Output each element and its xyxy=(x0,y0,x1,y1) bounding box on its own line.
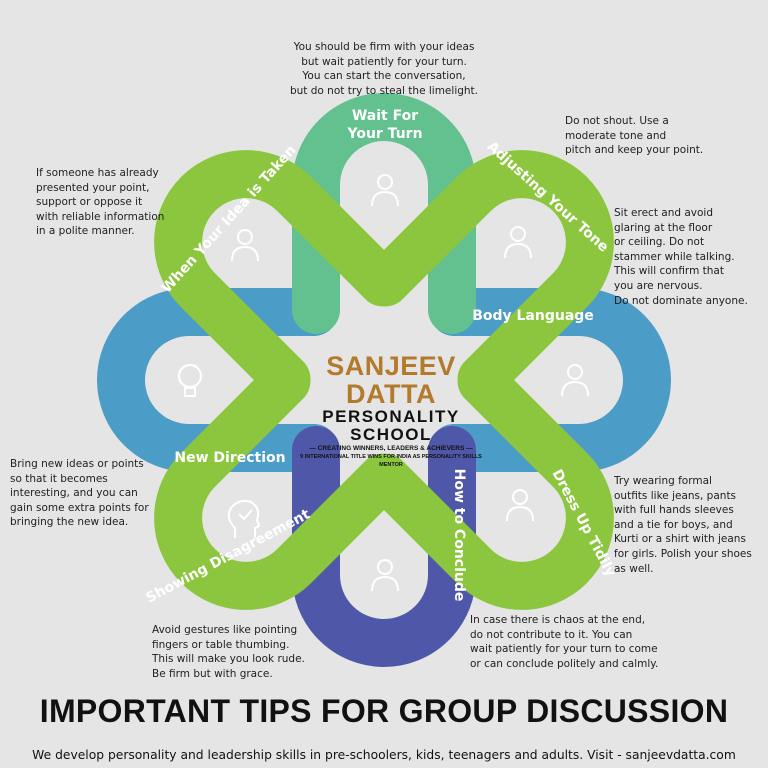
logo-line2: PERSONALITY SCHOOL xyxy=(322,407,460,444)
petal-body-language xyxy=(430,288,671,472)
petal-dress-up-tidily xyxy=(361,357,614,610)
tip-idea-taken: If someone has already presented your po… xyxy=(36,167,165,238)
petal-loop xyxy=(292,93,476,334)
logo-subtagline: 9 INTERNATIONAL TITLE WINS FOR INDIA AS … xyxy=(300,454,482,468)
direction-arrows-icon xyxy=(371,559,399,592)
tip-adjusting-tone: Do not shout. Use a moderate tone and pi… xyxy=(565,115,704,157)
petal-label: How to Conclude xyxy=(451,469,467,602)
tip-dress-up: Try wearing formal outfits like jeans, p… xyxy=(614,475,752,575)
head-check-icon xyxy=(227,499,261,538)
two-faces-icon xyxy=(504,226,532,259)
petal-adjusting-your-tone xyxy=(361,150,614,403)
petal-showing-disagreement xyxy=(154,357,407,610)
petal-loop xyxy=(154,357,407,610)
conversation-icon xyxy=(371,174,399,207)
petal-new-direction xyxy=(97,288,338,472)
tip-new-direction: Bring new ideas or points so that it bec… xyxy=(10,458,149,529)
logo-line1: SANJEEV DATTA xyxy=(326,351,456,409)
tip-how-to-conclude: In case there is chaos at the end, do no… xyxy=(470,614,659,670)
petal-loop xyxy=(361,357,614,610)
logo-tagline: — CREATING WINNERS, LEADERS & ACHIEVERS … xyxy=(309,445,473,452)
lightbulb-icon xyxy=(177,363,203,397)
petal-label: New Direction xyxy=(174,450,285,466)
tip-wait-for-your-turn: You should be firm with your ideas but w… xyxy=(289,41,479,97)
person-network-icon xyxy=(561,364,589,397)
petal-label: Body Language xyxy=(472,308,594,324)
petal-loop xyxy=(430,288,671,472)
petal-wait-for-your-turn xyxy=(292,93,476,334)
tip-showing-disagreement: Avoid gestures like pointing fingers or … xyxy=(152,624,305,680)
petal-loop xyxy=(292,426,476,667)
petal-loop xyxy=(361,150,614,403)
petal-loop xyxy=(97,288,338,472)
logo: SANJEEV DATTA PERSONALITY SCHOOL — CREAT… xyxy=(296,352,486,469)
ideas-person-icon xyxy=(231,229,259,262)
petal-loop xyxy=(154,150,407,403)
formal-dress-icon xyxy=(506,489,534,522)
tip-body-language: Sit erect and avoid glaring at the floor… xyxy=(614,207,748,307)
petal-how-to-conclude xyxy=(292,426,476,667)
petal-when-your-idea-is-taken xyxy=(154,150,407,403)
page-title: IMPORTANT TIPS FOR GROUP DISCUSSION xyxy=(39,693,729,729)
footer-text: We develop personality and leadership sk… xyxy=(32,748,736,762)
